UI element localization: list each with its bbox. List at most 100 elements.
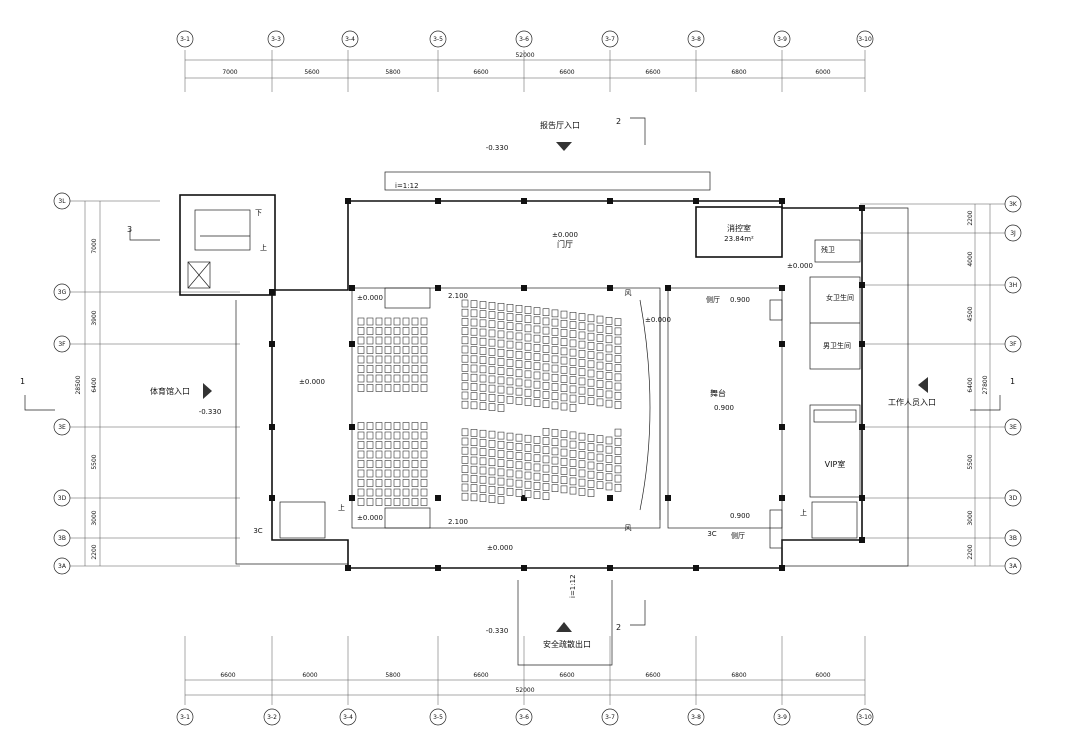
seat bbox=[402, 422, 410, 430]
seat bbox=[384, 498, 392, 506]
seat bbox=[515, 323, 523, 332]
label-male-wc: 男卫生间 bbox=[823, 341, 851, 350]
seat bbox=[506, 313, 514, 321]
seat bbox=[614, 465, 622, 474]
seat bbox=[524, 490, 532, 498]
right-dimension-chain: 2200 4000 4500 6400 5500 3000 2200 27800 bbox=[860, 203, 1005, 567]
ramp-slope: i=1:12 bbox=[569, 574, 577, 598]
seat bbox=[384, 422, 392, 430]
seat bbox=[488, 375, 496, 384]
label-control-room: 消控室 bbox=[727, 223, 751, 233]
seat bbox=[578, 460, 586, 469]
seat bbox=[560, 393, 568, 402]
seat bbox=[366, 336, 374, 345]
seat bbox=[420, 498, 428, 506]
dim-right-2: 4000 bbox=[967, 251, 974, 266]
entrance-markers bbox=[24, 117, 1001, 632]
axis-bottom-5: 3-6 bbox=[519, 714, 529, 721]
seat bbox=[542, 437, 550, 445]
seat bbox=[366, 498, 374, 506]
seat bbox=[357, 422, 365, 430]
seat bbox=[596, 472, 604, 480]
seat bbox=[596, 370, 604, 379]
dim-bottom-7: 6800 bbox=[731, 672, 746, 679]
dim-top-3: 5800 bbox=[385, 69, 400, 76]
seat bbox=[488, 302, 496, 310]
top-dimension-chain: 52000 7000 5600 5800 6600 6600 6600 6800… bbox=[184, 50, 866, 92]
axis-bottom-1: 3-1 bbox=[180, 714, 190, 721]
seat bbox=[384, 488, 392, 497]
seat bbox=[402, 384, 410, 392]
seat bbox=[551, 337, 559, 345]
seat bbox=[578, 340, 586, 349]
seat bbox=[578, 322, 586, 331]
seat bbox=[524, 480, 532, 489]
seat bbox=[488, 430, 496, 439]
seat bbox=[357, 450, 365, 459]
seat bbox=[470, 493, 478, 502]
label-side-hall-bottom: 侧厅 bbox=[731, 531, 745, 540]
seat bbox=[479, 475, 487, 484]
seat bbox=[614, 401, 622, 409]
seat bbox=[470, 456, 478, 465]
label-entrance-top: 报告厅入口 bbox=[540, 120, 580, 130]
level-top-outside: -0.330 bbox=[486, 144, 509, 152]
seat bbox=[542, 372, 550, 381]
seat bbox=[375, 450, 383, 459]
seat bbox=[533, 325, 541, 334]
seat bbox=[384, 450, 392, 459]
axis-bottom-6: 3-7 bbox=[605, 714, 615, 721]
level-right-corridor: ±0.000 bbox=[787, 262, 813, 270]
seat bbox=[506, 478, 514, 487]
seat bbox=[461, 345, 469, 354]
seat bbox=[420, 422, 428, 430]
seat bbox=[497, 376, 505, 385]
seat bbox=[569, 394, 577, 403]
label-staff-entrance: 工作人员入口 bbox=[888, 397, 936, 407]
seat bbox=[461, 336, 469, 345]
seat bbox=[366, 346, 374, 354]
seat bbox=[542, 474, 550, 482]
seat bbox=[420, 374, 428, 383]
seat bbox=[402, 374, 410, 383]
seat bbox=[506, 460, 514, 468]
seat bbox=[596, 361, 604, 370]
seat bbox=[366, 355, 374, 364]
dim-left-6: 2200 bbox=[91, 544, 98, 559]
seat bbox=[587, 314, 595, 323]
seat bbox=[560, 448, 568, 457]
seat bbox=[470, 475, 478, 483]
seat bbox=[461, 299, 469, 308]
seat bbox=[614, 318, 622, 326]
seat bbox=[393, 479, 401, 487]
axis-top-9: 3-10 bbox=[858, 36, 872, 43]
seat bbox=[470, 484, 478, 492]
seat bbox=[542, 391, 550, 399]
seat bbox=[578, 313, 586, 321]
seat bbox=[375, 431, 383, 440]
seat bbox=[587, 360, 595, 369]
seat bbox=[506, 303, 514, 312]
top-axis-bubbles: 3-1 3-3 3-4 3-5 3-6 3-7 3-8 3-9 3-10 bbox=[176, 30, 874, 48]
seat bbox=[470, 392, 478, 400]
seat bbox=[524, 444, 532, 452]
seat bbox=[470, 337, 478, 345]
seat bbox=[384, 479, 392, 487]
seat bbox=[411, 374, 419, 383]
dim-right-3: 4500 bbox=[967, 306, 974, 321]
seat bbox=[479, 328, 487, 337]
seat bbox=[515, 387, 523, 396]
seat bbox=[587, 397, 595, 405]
seat bbox=[524, 352, 532, 360]
seat bbox=[479, 374, 487, 383]
seat bbox=[506, 331, 514, 340]
seat bbox=[420, 479, 428, 487]
total-top-dim: 52000 bbox=[515, 52, 534, 59]
seat bbox=[357, 384, 365, 392]
seat bbox=[479, 347, 487, 355]
seat bbox=[551, 447, 559, 456]
seat bbox=[587, 369, 595, 378]
seat bbox=[470, 383, 478, 391]
seat bbox=[560, 310, 568, 319]
seat bbox=[420, 460, 428, 468]
